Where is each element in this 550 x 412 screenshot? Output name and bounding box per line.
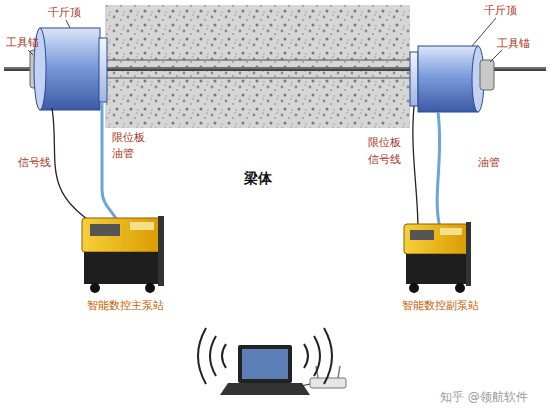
part-label: 信号线 bbox=[18, 156, 51, 169]
part-label: 限位板 bbox=[112, 131, 145, 144]
node-label: 梁体 bbox=[100, 170, 416, 188]
part-label: 千斤顶 bbox=[48, 6, 81, 19]
limit-plate bbox=[410, 52, 418, 106]
beam-body bbox=[105, 5, 410, 128]
wireless-signal bbox=[198, 328, 332, 384]
limit-plate bbox=[99, 38, 107, 102]
duct-line bbox=[105, 78, 410, 79]
jack bbox=[40, 28, 100, 110]
duct-line bbox=[105, 60, 410, 61]
tool-anchor bbox=[480, 60, 494, 90]
main-pump-station bbox=[82, 216, 164, 293]
part-label: 千斤顶 bbox=[484, 4, 517, 17]
leader-line bbox=[28, 50, 33, 55]
node-label: 智能数控主泵站 bbox=[52, 298, 198, 313]
part-label: 油管 bbox=[478, 156, 500, 169]
pump-station-box: 智能数控副泵站 bbox=[368, 200, 512, 313]
jack bbox=[418, 46, 478, 112]
oil-pipe bbox=[437, 112, 440, 228]
laptop bbox=[220, 345, 310, 395]
part-label: 油管 bbox=[112, 147, 134, 160]
part-label: 限位板 bbox=[368, 136, 401, 149]
pump-station-box: 智能数控主泵站 bbox=[52, 195, 198, 313]
leader-line bbox=[490, 50, 502, 62]
signal-line bbox=[413, 106, 418, 230]
oil-pipe bbox=[102, 102, 118, 222]
part-label: 工具锚 bbox=[6, 36, 39, 49]
leader-line bbox=[472, 18, 496, 46]
part-label: 工具锚 bbox=[497, 37, 530, 50]
watermark: 知乎 @领航软件 bbox=[440, 390, 528, 404]
sub-pump-station bbox=[404, 222, 471, 293]
signal-line bbox=[52, 108, 96, 225]
leader-line bbox=[66, 20, 70, 28]
node-label: 智能数控副泵站 bbox=[368, 298, 512, 313]
part-label: 信号线 bbox=[368, 153, 401, 166]
wireless-router bbox=[292, 366, 346, 388]
